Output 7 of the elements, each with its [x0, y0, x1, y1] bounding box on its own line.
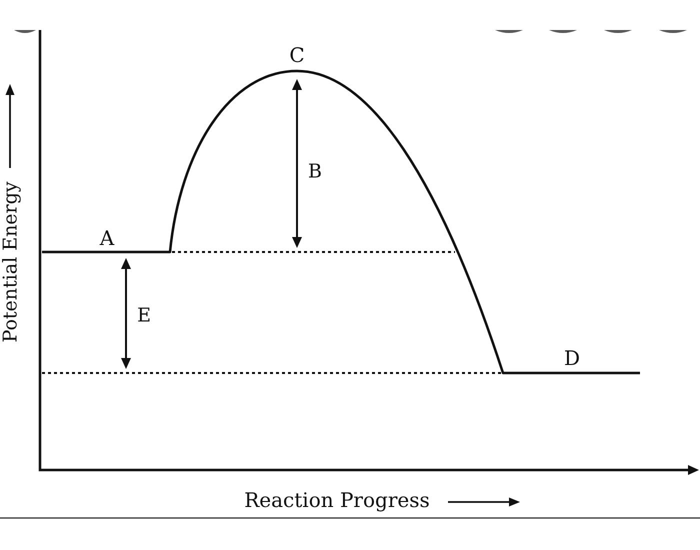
point-label: E [137, 306, 151, 326]
point-label: B [308, 162, 322, 182]
point-label: D [564, 348, 580, 368]
axis-title: Reaction Progress [244, 490, 430, 510]
point-label: C [289, 45, 305, 65]
point-label: A [100, 228, 114, 248]
axis-title: Potential Energy [2, 181, 20, 343]
